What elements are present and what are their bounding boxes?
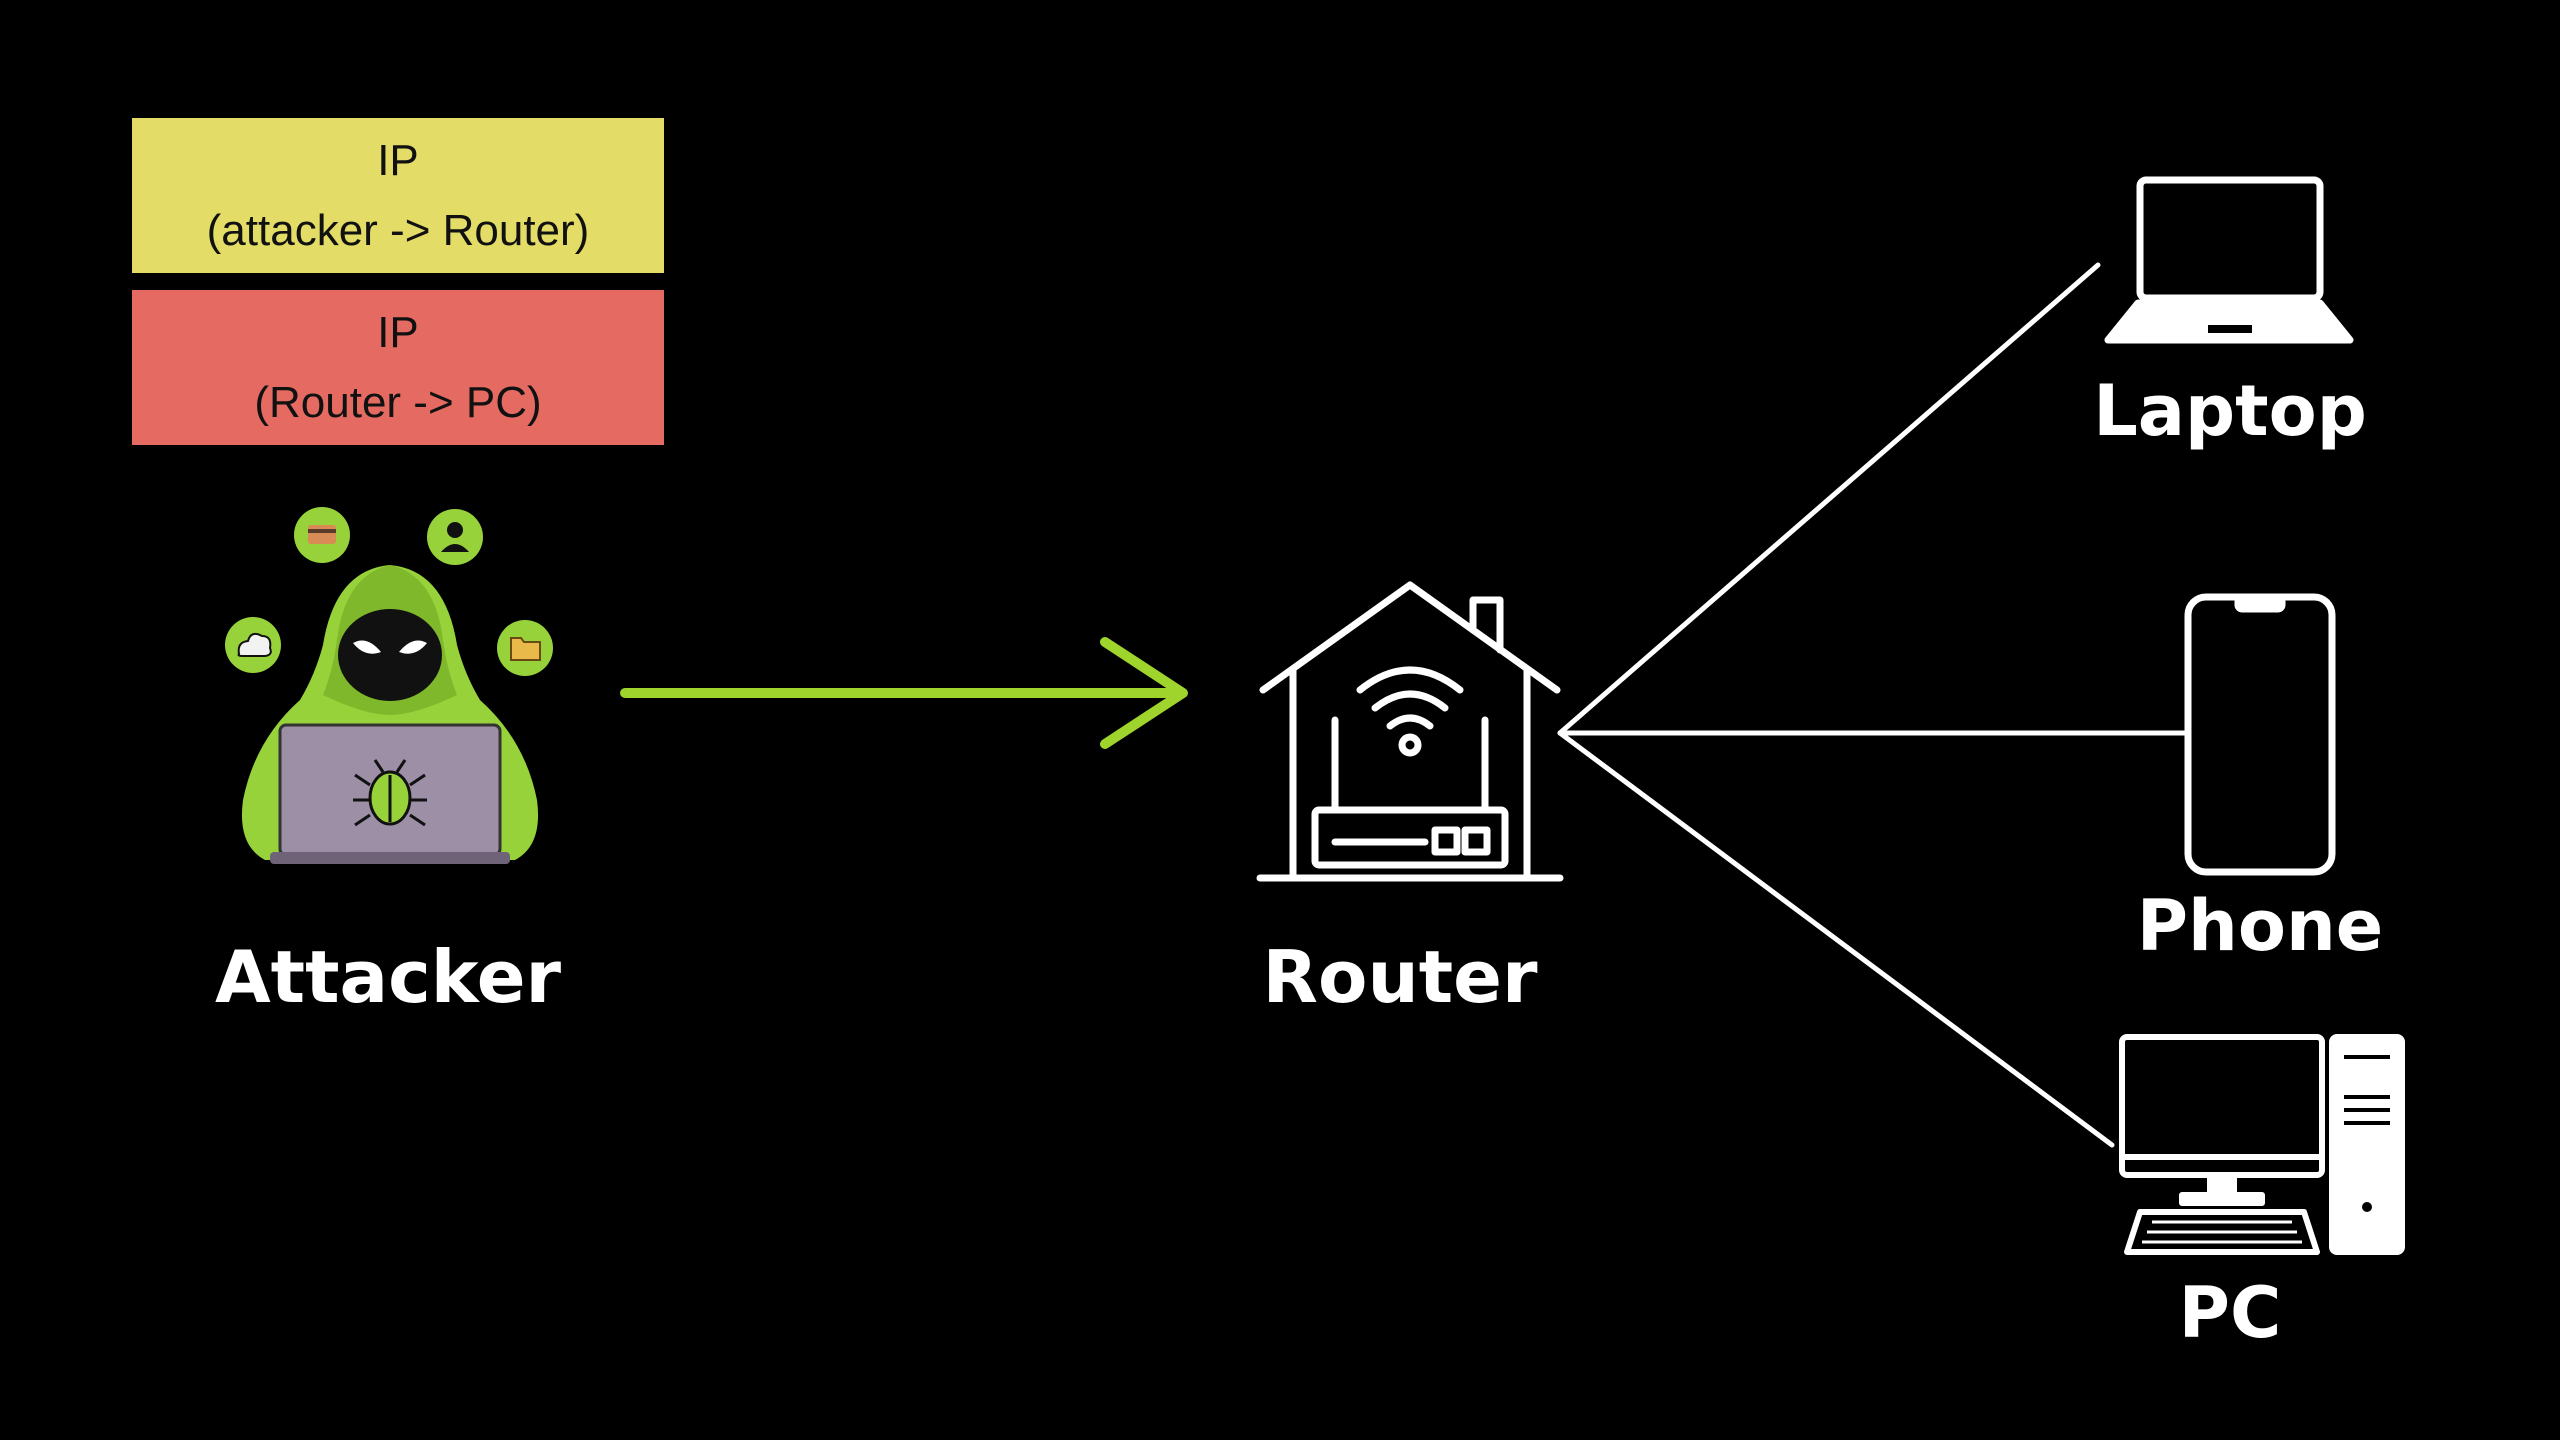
packet-header-outer: IP (attacker -> Router) [132, 118, 664, 273]
bug-icon [353, 759, 427, 827]
packet-outer-route: (attacker -> Router) [206, 205, 590, 255]
attacker-label: Attacker [214, 935, 562, 1019]
phone-label: Phone [2136, 885, 2384, 967]
home-wifi-router-icon [1256, 581, 1564, 882]
desktop-pc-icon [2119, 1034, 2405, 1255]
hooded-hacker-icon [225, 507, 553, 864]
packet-inner-title: IP [377, 307, 419, 357]
packet-inner-route: (Router -> PC) [254, 377, 542, 427]
link-router-pc [1557, 730, 2115, 1148]
user-badge-icon [427, 509, 483, 565]
cloud-badge-icon [225, 617, 281, 673]
router-to-devices-links [1557, 262, 2188, 1148]
packet-outer-title: IP [377, 135, 419, 185]
router-label: Router [1262, 935, 1538, 1019]
packet-header-inner: IP (Router -> PC) [132, 290, 664, 445]
card-badge-icon [294, 507, 350, 563]
attacker-to-router-arrow [620, 637, 1188, 749]
laptop-icon [2104, 176, 2354, 344]
laptop-label: Laptop [2093, 370, 2367, 452]
folder-badge-icon [497, 620, 553, 676]
smartphone-icon [2184, 593, 2336, 876]
pc-label: PC [2178, 1272, 2282, 1354]
link-router-laptop [1557, 262, 2101, 736]
